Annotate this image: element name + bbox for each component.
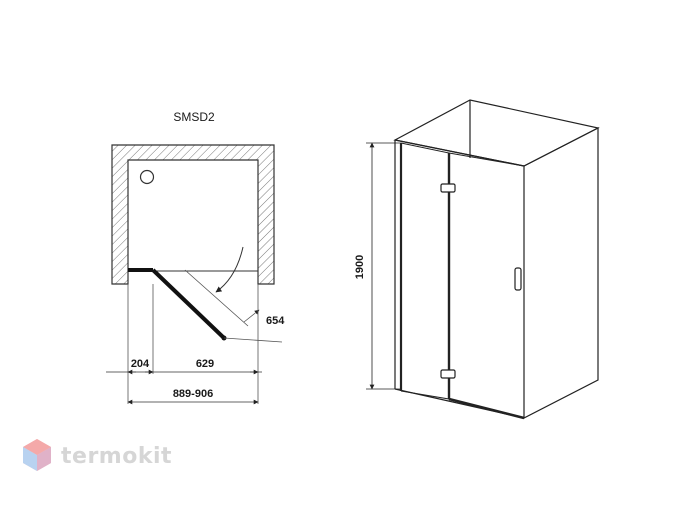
dim-swing-label: 654	[266, 315, 285, 327]
swing-guide-1	[184, 269, 249, 327]
swing-arc	[215, 246, 244, 293]
dim-width-label: 889-906	[173, 388, 213, 400]
plan-view: SMSD2 654 204 629 889-906	[106, 110, 285, 405]
door-open	[151, 268, 226, 340]
drain-icon	[139, 169, 155, 185]
front-top-edge	[394, 139, 525, 167]
brand-logo-icon	[23, 439, 51, 471]
dim-height-label: 1900	[354, 255, 366, 279]
side-wall	[523, 127, 599, 419]
hinge-top	[440, 183, 456, 193]
elevation-view	[366, 99, 600, 420]
door-handle	[514, 267, 522, 291]
swing-dim-line	[243, 309, 260, 323]
brand-name: termokit	[61, 444, 172, 469]
fixed-glass	[400, 142, 450, 400]
hinge-bottom	[440, 369, 456, 379]
plan-title: SMSD2	[173, 110, 215, 124]
dim-door-label: 629	[196, 358, 214, 370]
plan-wall	[111, 144, 275, 285]
swing-guide-2	[223, 337, 283, 343]
dim-fixed-label: 204	[131, 358, 150, 370]
watermark: termokit	[23, 439, 172, 471]
enclosure-top	[393, 99, 600, 167]
door-glass	[448, 152, 525, 419]
door-bottom-seal	[448, 397, 525, 420]
